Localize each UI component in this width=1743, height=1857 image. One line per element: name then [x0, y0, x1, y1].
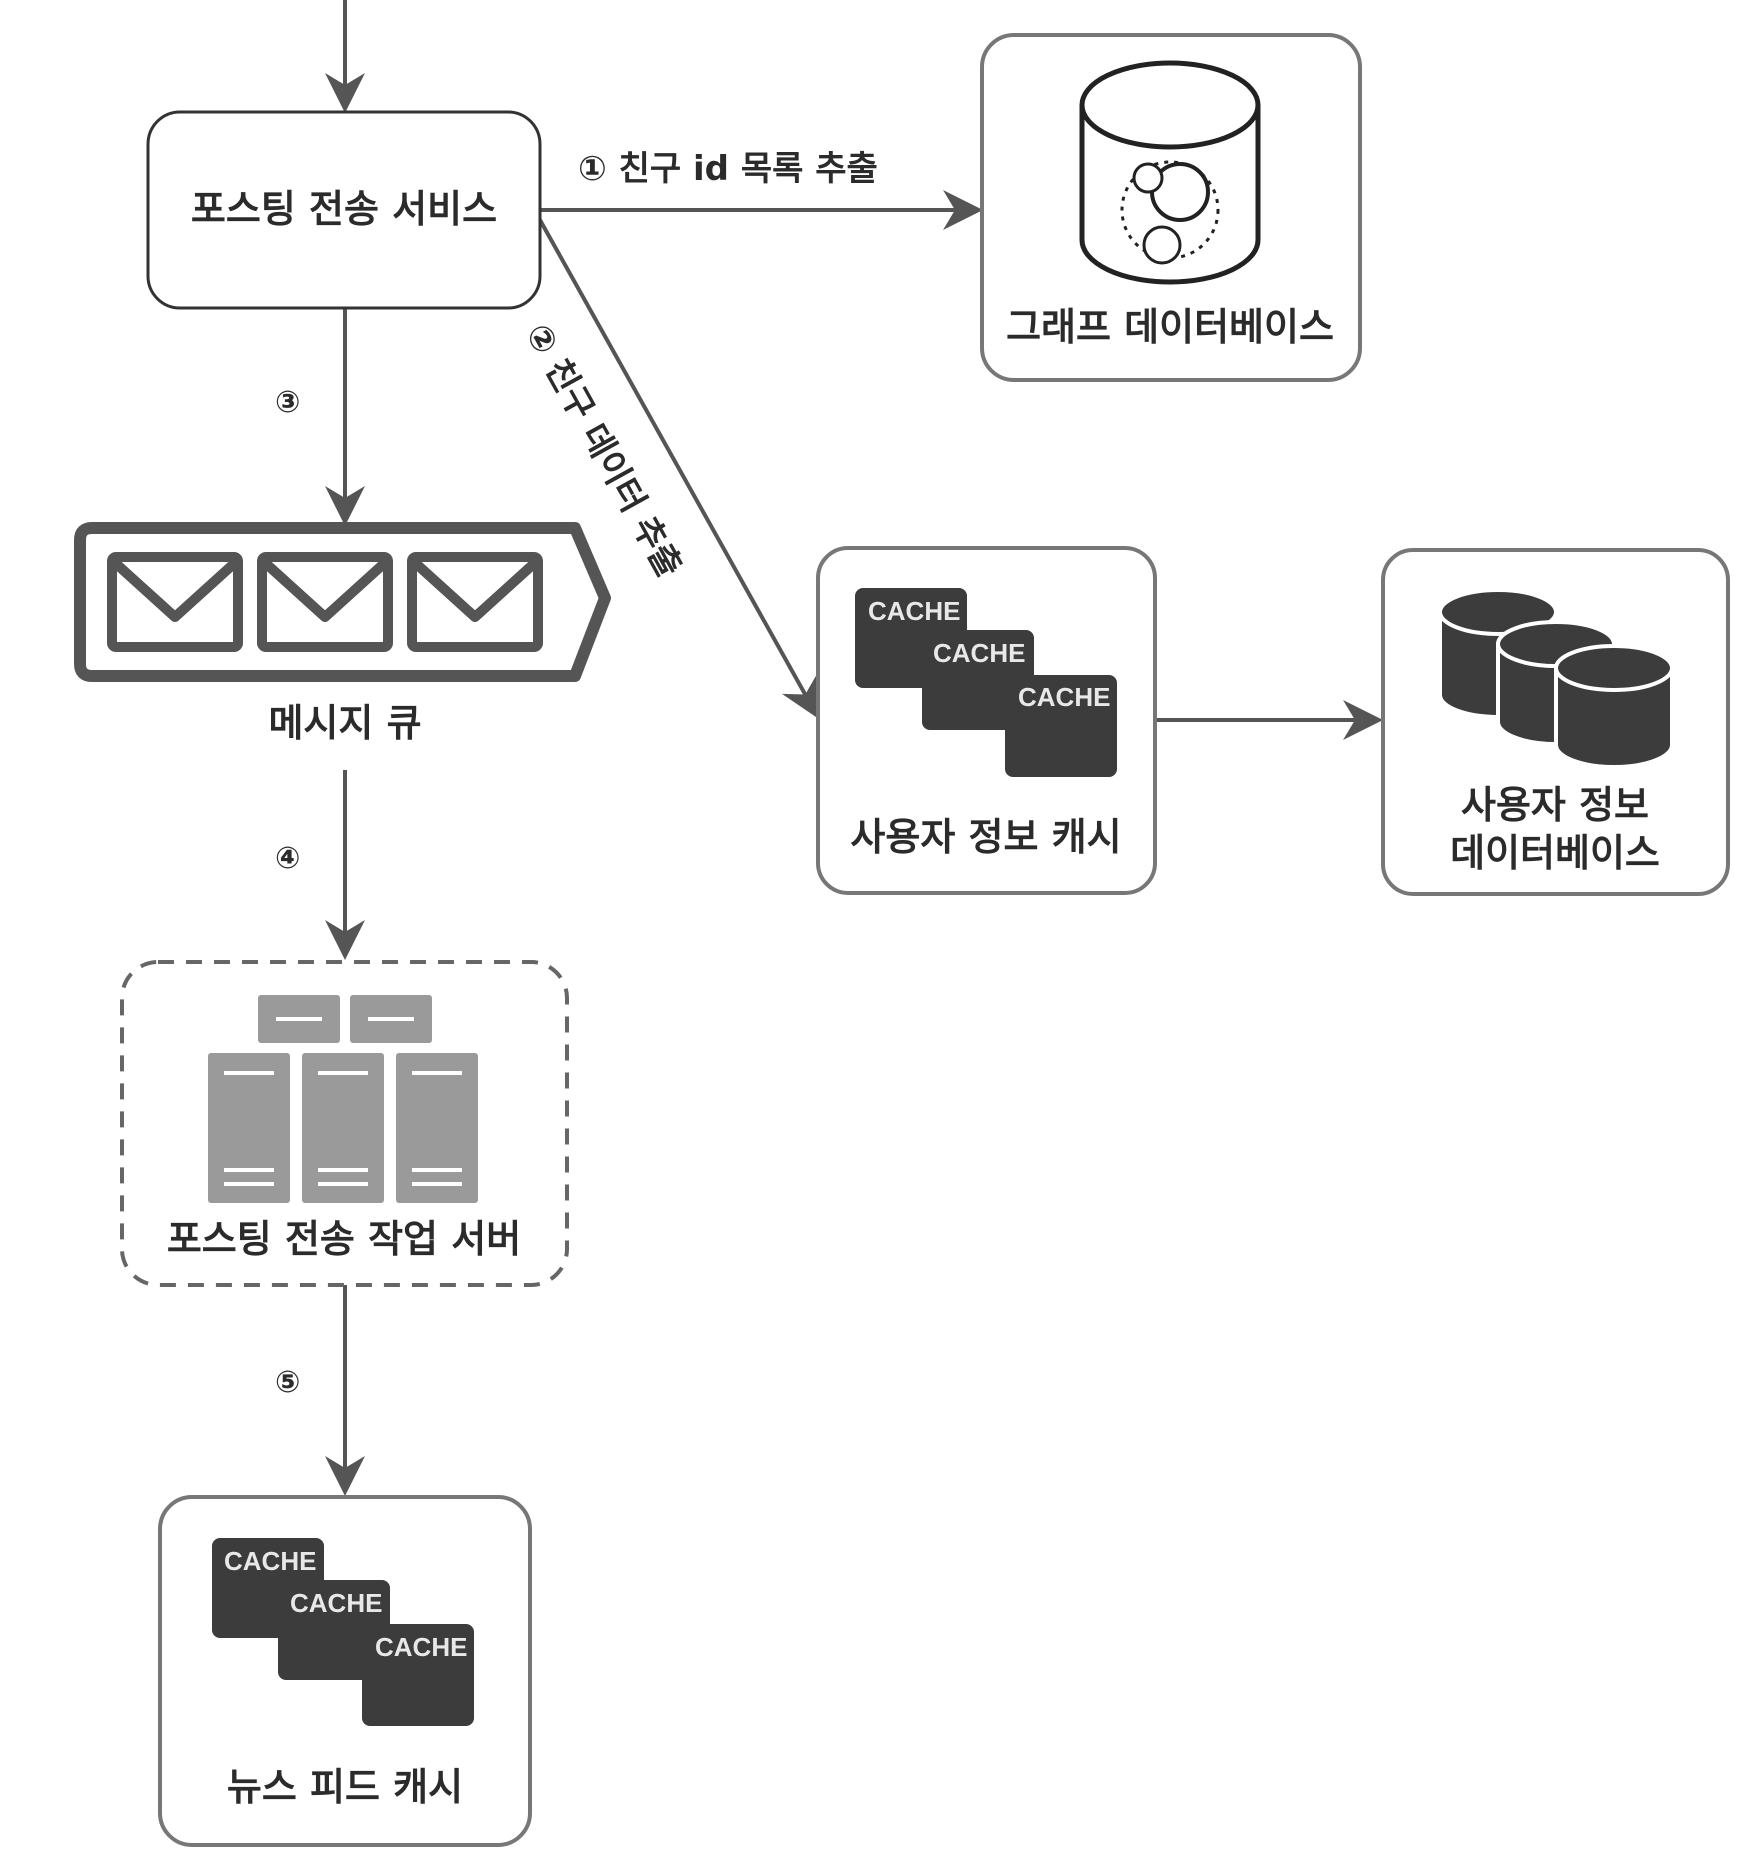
user-db-label-line1: 사용자 정보 — [1461, 783, 1649, 827]
server-rack-icon — [208, 995, 478, 1203]
fanout-workers-label: 포스팅 전송 작업 서버 — [167, 1217, 521, 1261]
edge-step2 — [538, 219, 819, 719]
message-queue-node[interactable]: 메시지 큐 — [74, 522, 611, 745]
envelope-icon — [257, 552, 393, 652]
db-stack-icon — [1438, 588, 1674, 769]
message-queue-label: 메시지 큐 — [268, 701, 421, 745]
posting-service-label: 포스팅 전송 서비스 — [191, 187, 497, 231]
envelope-icon — [407, 552, 543, 652]
graph-db-label: 그래프 데이터베이스 — [1006, 305, 1334, 349]
edge-step4-label: ④ — [275, 841, 300, 876]
cache-label: CACHE — [224, 1546, 316, 1576]
user-cache-label: 사용자 정보 캐시 — [850, 815, 1121, 859]
graph-db-icon — [1079, 60, 1261, 285]
newsfeed-cache-label: 뉴스 피드 캐시 — [227, 1765, 463, 1809]
edge-step5-label: ⑤ — [275, 1365, 300, 1400]
fanout-workers-node[interactable]: 포스팅 전송 작업 서버 — [120, 960, 569, 1287]
user-cache-node[interactable]: CACHE CACHE CACHE 사용자 정보 캐시 — [816, 546, 1157, 895]
edge-step1-label: ① 친구 id 목록 추출 — [578, 149, 878, 189]
cache-label: CACHE — [1018, 682, 1110, 712]
cache-label: CACHE — [375, 1632, 467, 1662]
newsfeed-cache-node[interactable]: CACHE CACHE CACHE 뉴스 피드 캐시 — [158, 1495, 532, 1847]
edges — [325, 0, 1383, 1496]
cache-stack-icon: CACHE CACHE CACHE — [855, 588, 1117, 777]
graph-db-node[interactable]: 그래프 데이터베이스 — [980, 33, 1362, 382]
cache-label: CACHE — [868, 596, 960, 626]
user-db-node[interactable]: 사용자 정보 데이터베이스 — [1381, 548, 1730, 896]
user-db-label-line2: 데이터베이스 — [1450, 831, 1660, 875]
posting-service-node[interactable]: 포스팅 전송 서비스 — [146, 110, 542, 310]
envelope-icon — [107, 552, 243, 652]
edge-step3-label: ③ — [275, 385, 300, 420]
cache-label: CACHE — [290, 1588, 382, 1618]
cache-label: CACHE — [933, 638, 1025, 668]
cache-stack-icon: CACHE CACHE CACHE — [212, 1538, 474, 1726]
